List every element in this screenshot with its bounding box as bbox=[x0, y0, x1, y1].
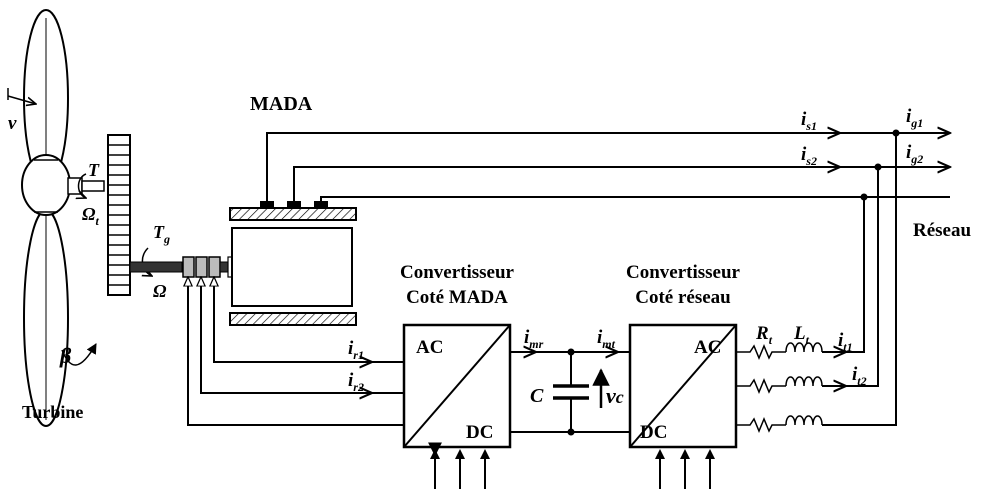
generator-torque-label: Tg bbox=[153, 222, 170, 246]
is1-label: is1 bbox=[801, 109, 817, 133]
conv-reseau-ac: AC bbox=[694, 337, 721, 358]
beta-label: β bbox=[59, 343, 72, 368]
slip-rings bbox=[182, 256, 234, 278]
is2-label: is2 bbox=[801, 144, 817, 168]
ir2-label: ir2 bbox=[348, 370, 364, 394]
wind-arrow bbox=[7, 95, 36, 104]
turbine-torque-label: T bbox=[88, 160, 100, 180]
vc-label: vc bbox=[606, 383, 624, 408]
it2-label: it2 bbox=[852, 364, 867, 388]
dc-bus bbox=[510, 349, 630, 436]
ir1-label: ir1 bbox=[348, 338, 364, 362]
turbine-torque-arrow bbox=[79, 173, 87, 198]
conv-reseau-title-2: Coté réseau bbox=[635, 287, 731, 308]
pitch-arrow bbox=[61, 343, 97, 366]
rotor-wires bbox=[188, 277, 404, 426]
mada-generator bbox=[229, 201, 357, 326]
shaft bbox=[129, 261, 183, 273]
generator-speed-label: Ω bbox=[153, 281, 167, 301]
conv-mada-title-2: Coté MADA bbox=[406, 287, 508, 308]
rt-label: Rt bbox=[755, 323, 773, 347]
converter-grid-side bbox=[628, 323, 738, 489]
conv-reseau-title-1: Convertisseur bbox=[626, 262, 741, 283]
conv-mada-title-1: Convertisseur bbox=[400, 262, 515, 283]
converter-mada-side bbox=[402, 323, 512, 489]
conv-reseau-dc: DC bbox=[640, 422, 667, 443]
mada-label: MADA bbox=[250, 93, 313, 115]
conv-mada-ac: AC bbox=[416, 337, 443, 358]
conv-mada-dc: DC bbox=[466, 422, 493, 443]
turbine-speed-label: Ωt bbox=[82, 204, 99, 228]
lt-label: Lt bbox=[793, 323, 810, 347]
turbine-label: Turbine bbox=[22, 402, 83, 422]
imr-label: imr bbox=[524, 327, 544, 351]
ig2-label: ig2 bbox=[906, 142, 923, 166]
capacitor-label: C bbox=[530, 385, 544, 407]
ig1-label: ig1 bbox=[906, 106, 923, 130]
reseau-label: Réseau bbox=[913, 220, 971, 241]
gearbox bbox=[107, 134, 131, 296]
rl-filter bbox=[736, 129, 900, 433]
stator-wires bbox=[266, 133, 950, 201]
it1-label: it1 bbox=[838, 330, 853, 354]
imt-label: imt bbox=[597, 327, 616, 351]
wind-speed-label: v bbox=[8, 113, 17, 134]
